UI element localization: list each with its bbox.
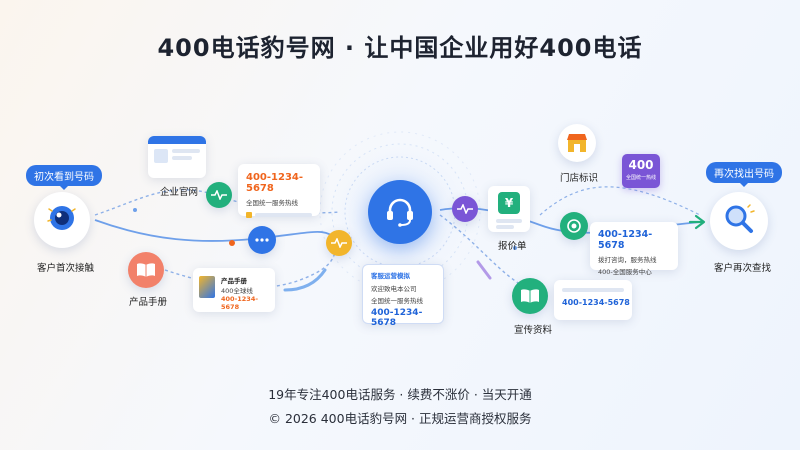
headset-icon [368, 180, 432, 244]
start-node [34, 192, 90, 248]
shop-icon [558, 124, 596, 162]
flow-path-mid [94, 219, 341, 242]
target-icon [560, 212, 588, 240]
start-bubble: 初次看到号码 [26, 165, 102, 190]
card2-line: 400全球线 [221, 287, 253, 295]
chat-icon [248, 226, 276, 254]
right-number: 400-1234-5678 [598, 229, 653, 251]
flow-dot [513, 246, 517, 250]
pulse-icon [452, 196, 478, 222]
start-label: 客户首次接触 [37, 263, 95, 274]
browser-window-icon [148, 136, 206, 178]
website-label: 企业官网 [160, 187, 199, 198]
eye-icon [45, 201, 79, 239]
open-book-icon [512, 278, 548, 314]
flow-path-right-3 [539, 186, 701, 216]
card1-number: 400-1234-5678 [246, 172, 304, 194]
price-badge: ¥ [498, 192, 520, 214]
center-card: 客服运营模拟 欢迎致电本公司 全国统一服务热线 400-1234-5678 [362, 264, 444, 328]
store-badge-sub: 全国统一热线 [625, 175, 656, 181]
center-number: 400-1234-5678 [371, 308, 423, 328]
right-line2: 400-全国服务中心 [598, 268, 652, 276]
center-line2: 欢迎致电本公司 [371, 285, 417, 293]
card2-title: 产品手册 [221, 277, 247, 285]
footer-tagline: 19年专注400电话服务 · 续费不涨价 · 当天开通 [268, 387, 532, 402]
center-line3: 全国统一服务热线 [371, 297, 423, 305]
arrow-down-right [476, 260, 492, 280]
end-label: 客户再次查找 [714, 263, 772, 274]
store-label: 门店标识 [560, 173, 599, 184]
number-card-right: 400-1234-5678 拨打咨询，服务热线 400-全国服务中心 [590, 222, 678, 276]
end-bubble: 再次找出号码 [706, 162, 782, 187]
price-label: 报价单 [498, 241, 527, 252]
arrow-right [688, 214, 706, 230]
number-card-1: 400-1234-5678 全国统一服务热线 [238, 164, 320, 218]
card1-text: 全国统一服务热线 [246, 199, 298, 207]
magnifier-icon [723, 203, 755, 239]
flow-dot [229, 240, 235, 246]
brochure-label: 产品手册 [129, 297, 168, 308]
store-badge: 400 全国统一热线 [622, 154, 660, 188]
promo-card: 400-1234-5678 [554, 280, 632, 320]
open-book-icon [128, 252, 164, 288]
center-line1: 客服运营模拟 [371, 272, 410, 280]
pulse-icon [326, 230, 352, 256]
promo-label: 宣传资料 [514, 325, 553, 336]
arrow-up-left [283, 268, 327, 292]
flow-dot [133, 208, 137, 212]
promo-number: 400-1234-5678 [562, 298, 630, 307]
right-line1: 拨打咨询，服务热线 [598, 256, 657, 264]
footer-copyright: © 2026 400电话豹号网 · 正规运营商授权服务 [268, 411, 532, 426]
pulse-icon [206, 182, 232, 208]
end-node [710, 192, 768, 250]
document-price-icon: ¥ [488, 186, 530, 232]
page-title: 400电话豹号网 · 让中国企业用好400电话 [157, 34, 643, 62]
number-card-2: 产品手册 400全球线 400-1234-5678 [193, 268, 275, 312]
store-badge-number: 400 [628, 158, 654, 172]
card2-number: 400-1234-5678 [221, 295, 259, 311]
